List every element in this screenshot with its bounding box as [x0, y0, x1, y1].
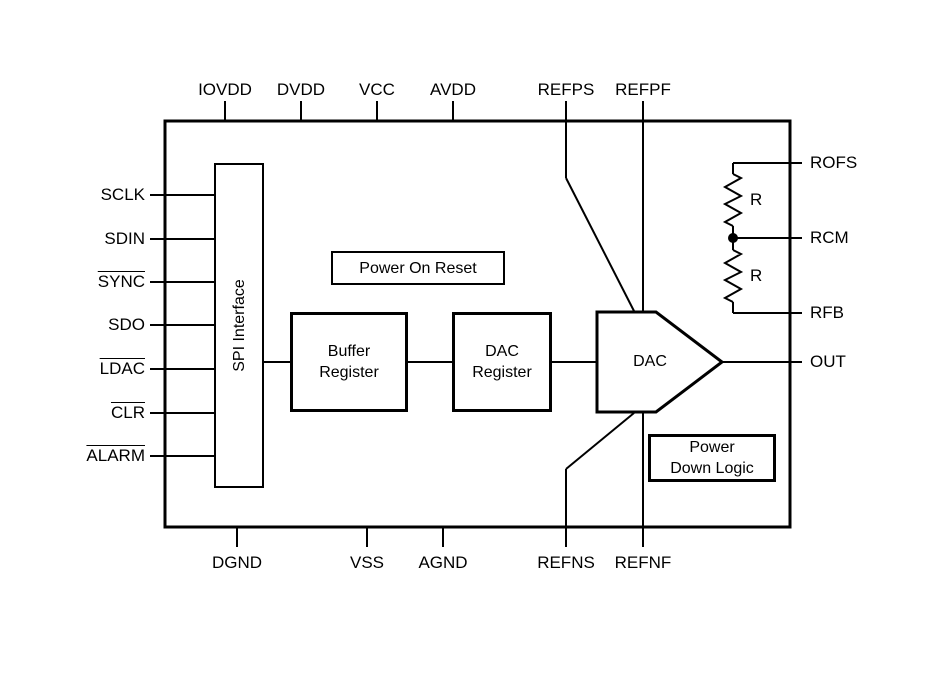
pin-label-rfb: RFB	[810, 303, 844, 322]
pin-label-sync: SYNC	[97, 272, 145, 291]
power-down-logic-label-line1: Power	[689, 439, 735, 456]
pin-label-ldac: LDAC	[99, 359, 145, 378]
resistor-label-bottom: R	[750, 266, 763, 285]
pin-label-rofs: ROFS	[810, 153, 858, 172]
pin-label-iovdd: IOVDD	[198, 80, 252, 99]
dac-register-label-line2: Register	[472, 364, 532, 381]
pin-label-refps: REFPS	[537, 80, 595, 99]
pin-label-refns: REFNS	[537, 553, 595, 572]
pin-label-clr: CLR	[110, 403, 145, 422]
buffer-register-label-line2: Register	[319, 364, 379, 381]
pin-label-rcm: RCM	[810, 228, 849, 247]
power-on-reset-block: Power On Reset	[331, 251, 505, 285]
buffer-register-block: Buffer Register	[290, 312, 408, 412]
power-down-logic-label-line2: Down Logic	[670, 460, 754, 477]
pin-label-sdo: SDO	[108, 315, 145, 334]
dac-symbol	[595, 310, 725, 414]
pin-label-vcc: VCC	[359, 80, 395, 99]
pin-label-vss: VSS	[349, 553, 385, 572]
pin-label-refnf: REFNF	[614, 553, 672, 572]
pin-label-sclk: SCLK	[100, 185, 145, 204]
spi-interface-block: SPI Interface	[214, 163, 264, 488]
dac-register-label-line1: DAC	[485, 343, 519, 360]
dac-label: DAC	[633, 353, 667, 370]
spi-interface-label: SPI Interface	[230, 279, 248, 372]
resistor-symbol-top	[722, 173, 744, 227]
dac-register-block: DAC Register	[452, 312, 552, 412]
resistor-symbol-bottom	[722, 249, 744, 303]
pin-label-out: OUT	[810, 352, 846, 371]
pin-label-alarm: ALARM	[86, 446, 145, 465]
pin-line-refns-diagonal	[565, 412, 635, 470]
pin-label-refpf: REFPF	[615, 80, 671, 99]
power-down-logic-block: Power Down Logic	[648, 434, 776, 482]
rcm-node-dot	[728, 233, 738, 243]
pin-label-avdd: AVDD	[430, 80, 476, 99]
power-on-reset-label: Power On Reset	[359, 259, 477, 277]
pin-label-dvdd: DVDD	[276, 80, 326, 99]
pin-line-refps-diagonal	[565, 177, 635, 312]
buffer-register-label-line1: Buffer	[327, 343, 371, 360]
resistor-label-top: R	[750, 190, 763, 209]
pin-label-dgnd: DGND	[211, 553, 263, 572]
pin-label-agnd: AGND	[418, 553, 468, 572]
pin-label-sdin: SDIN	[104, 229, 145, 248]
